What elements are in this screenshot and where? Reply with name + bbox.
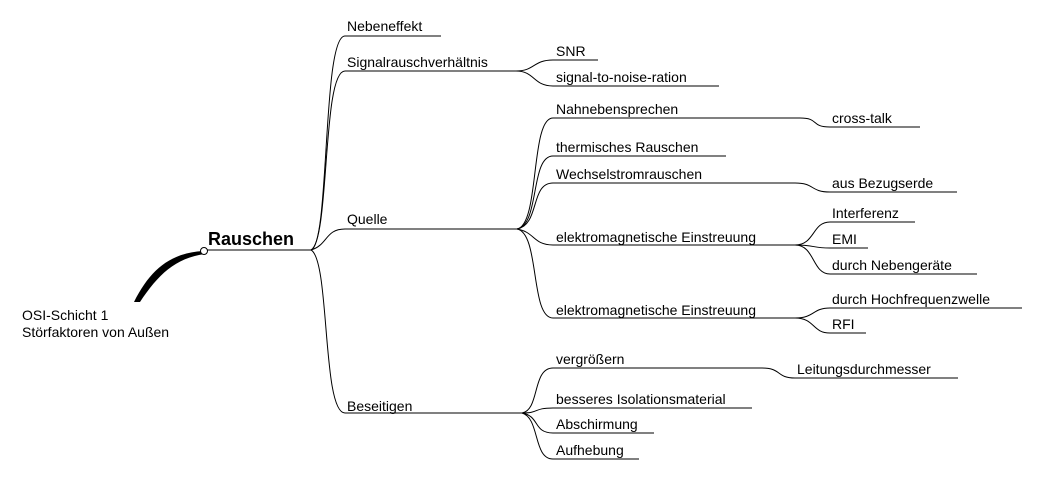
conn-snr <box>515 59 598 72</box>
conn-bezugserde <box>794 182 957 193</box>
topic-nebeneffekt[interactable]: Nebeneffekt <box>347 18 423 34</box>
conn-elektro1 <box>516 228 795 246</box>
topic-nebengeraete[interactable]: durch Nebengeräte <box>832 257 952 273</box>
topic-signalrausch[interactable]: Signalrauschverhältnis <box>347 54 488 70</box>
topic-interferenz[interactable]: Interferenz <box>832 205 899 221</box>
conn-abschirmung <box>521 412 654 434</box>
topic-crosstalk[interactable]: cross-talk <box>832 110 892 126</box>
topic-leitung[interactable]: Leitungsdurchmesser <box>797 361 931 377</box>
conn-signalrausch <box>310 70 516 251</box>
topic-elektro-1[interactable]: elektromagnetische Einstreuung <box>556 229 757 245</box>
conn-rfi <box>794 317 866 334</box>
conn-thermisch <box>516 155 726 230</box>
root-branch <box>134 251 205 302</box>
conn-wechsel <box>516 182 795 230</box>
conn-aufhebung <box>521 412 639 460</box>
topic-beseitigen[interactable]: Beseitigen <box>347 398 413 414</box>
conn-nahneben <box>516 117 800 230</box>
topic-vergroessern[interactable]: vergrößern <box>556 351 625 367</box>
conn-hochfreq <box>794 307 1022 319</box>
topic-snr[interactable]: SNR <box>556 43 586 59</box>
root-line-2: Störfaktoren von Außen <box>22 324 170 340</box>
topic-quelle[interactable]: Quelle <box>347 211 388 227</box>
topic-rfi[interactable]: RFI <box>832 316 855 332</box>
conn-leitung <box>761 367 958 379</box>
conn-interferenz <box>794 221 915 246</box>
central-node-knob <box>200 247 208 255</box>
topic-abschirmung[interactable]: Abschirmung <box>556 416 638 432</box>
topic-aufhebung[interactable]: Aufhebung <box>556 442 624 458</box>
conn-quelle <box>310 228 517 251</box>
topic-nahneben[interactable]: Nahnebensprechen <box>556 101 679 117</box>
topic-bezugserde[interactable]: aus Bezugserde <box>832 175 934 191</box>
conn-stnr <box>515 70 719 87</box>
topic-isolation[interactable]: besseres Isolationsmaterial <box>556 391 726 407</box>
root-line-1: OSI-Schicht 1 <box>22 307 109 323</box>
topic-emi[interactable]: EMI <box>832 231 857 247</box>
conn-elektro2 <box>516 228 795 319</box>
topic-hochfreq[interactable]: durch Hochfrequenzwelle <box>832 291 990 307</box>
topic-wechsel[interactable]: Wechselstromrauschen <box>556 166 703 182</box>
conn-emi <box>794 244 868 249</box>
conn-crosstalk <box>799 117 920 128</box>
central-topic[interactable]: Rauschen <box>208 229 295 249</box>
root-label: OSI-Schicht 1 Störfaktoren von Außen <box>22 307 169 341</box>
conn-nebengeraete <box>794 244 977 275</box>
conn-vergroessern <box>521 367 762 414</box>
topic-stnr[interactable]: signal-to-noise-ration <box>556 69 687 85</box>
conn-isolation <box>521 407 752 414</box>
conn-beseitigen <box>310 249 522 414</box>
topic-thermisch[interactable]: thermisches Rauschen <box>556 139 699 155</box>
topic-elektro-2[interactable]: elektromagnetische Einstreuung <box>556 302 757 318</box>
